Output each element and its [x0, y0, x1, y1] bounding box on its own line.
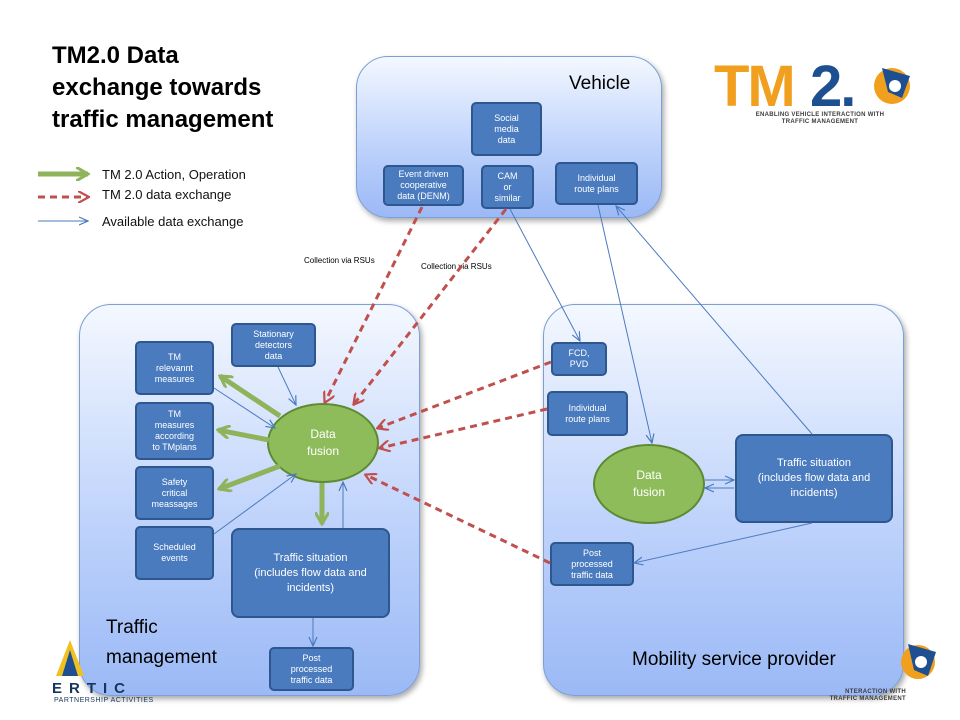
- collection-note-left: Collection via RSUs: [304, 256, 375, 265]
- exchange-fcd-to-fusion: [378, 360, 552, 428]
- legend-exchange-label: TM 2.0 data exchange: [102, 187, 232, 202]
- legend-action-label: TM 2.0 Action, Operation: [102, 167, 246, 182]
- exchange-denm-to-fusion: [325, 206, 424, 402]
- msp-route-plans-box: Individual route plans: [547, 391, 628, 436]
- traffic-management-label-2: management: [106, 647, 217, 668]
- tm-relevant-measures-box: TM relevannt measures: [135, 341, 214, 395]
- traffic-management-label-1: Traffic: [106, 617, 158, 638]
- exchange-cam-to-fusion: [354, 208, 508, 404]
- tm20-logo-bottom-tagline: NTERACTION WITH TRAFFIC MANAGEMENT: [829, 689, 906, 702]
- ertico-logo-mark: [56, 640, 84, 676]
- flow-relevant-to-fusion: [213, 387, 275, 428]
- title-line-1: TM2.0 Data: [52, 42, 179, 69]
- cam-data-box: CAM or similar: [481, 165, 534, 209]
- traffic-situation-box: Traffic situation (includes flow data an…: [231, 528, 390, 618]
- msp-data-fusion-node: Data fusion: [593, 444, 705, 524]
- ertico-logo-text: ERTIC: [52, 680, 132, 697]
- traffic-post-processed-box: Post processed traffic data: [269, 647, 354, 691]
- flow-msp-situation-to-route-plans: [616, 206, 813, 435]
- title-line-2: exchange towards: [52, 74, 262, 101]
- traffic-data-fusion-node: Data fusion: [267, 403, 379, 483]
- exchange-route-plans-to-fusion: [380, 407, 548, 448]
- flow-cam-to-fcd: [509, 208, 580, 341]
- mobility-provider-label: Mobility service provider: [632, 649, 836, 670]
- flow-scheduled-to-fusion: [213, 474, 296, 535]
- vehicle-label: Vehicle: [569, 73, 631, 94]
- action-fusion-to-plans: [218, 430, 270, 443]
- msp-post-processed-box: Post processed traffic data: [550, 542, 634, 586]
- legend-available-label: Available data exchange: [102, 214, 244, 229]
- page-title: TM2.0 Data exchange towards traffic mana…: [52, 40, 352, 136]
- svg-text:2.: 2.: [810, 56, 854, 119]
- safety-critical-messages-box: Safety critical meassages: [135, 466, 214, 520]
- tm20-logo-tagline: ENABLING VEHICLE INTERACTION WITH TRAFFI…: [755, 112, 885, 125]
- denm-data-box: Event driven cooperative data (DENM): [383, 165, 464, 206]
- flow-route-plans-to-msp-fusion: [597, 204, 652, 443]
- collection-note-right: Collection via RSUs: [421, 262, 492, 271]
- ertico-logo-subtext: PARTNERSHIP ACTIVITIES: [54, 697, 154, 704]
- svg-text:TM: TM: [714, 56, 794, 119]
- tm20-logo-bottom: [901, 644, 936, 679]
- scheduled-events-box: Scheduled events: [135, 526, 214, 580]
- fcd-pvd-box: FCD, PVD: [551, 342, 607, 376]
- tm-measures-plans-box: TM measures according to TMplans: [135, 402, 214, 460]
- flow-msp-situation-to-post: [634, 522, 813, 563]
- tm20-logo: TM 2.: [714, 56, 910, 119]
- action-fusion-to-relevant: [220, 373, 282, 419]
- stationary-detectors-box: Stationary detectors data: [231, 323, 316, 367]
- msp-traffic-situation-box: Traffic situation (includes flow data an…: [735, 434, 893, 523]
- title-line-3: traffic management: [52, 106, 274, 133]
- exchange-post-to-fusion: [366, 475, 551, 565]
- vehicle-route-plans-box: Individual route plans: [555, 162, 638, 205]
- flow-stationary-to-fusion: [277, 366, 296, 405]
- action-fusion-to-safety: [219, 463, 281, 489]
- social-media-data-box: Social media data: [471, 102, 542, 156]
